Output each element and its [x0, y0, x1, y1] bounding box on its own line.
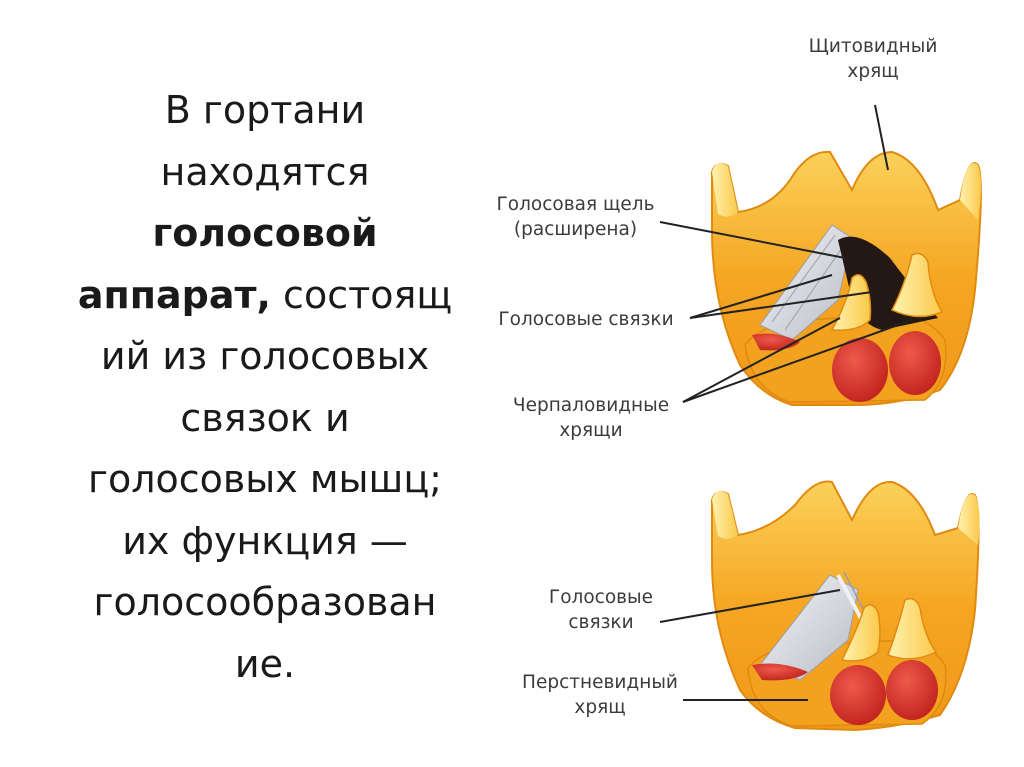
- main-text: В гортани находятся голосовой аппарат, с…: [40, 80, 490, 695]
- muscle-left-bottom: [830, 665, 886, 725]
- ligament-fiber: [771, 234, 836, 323]
- top-larynx: [711, 150, 982, 406]
- muscle-right-top: [889, 331, 941, 395]
- bottom-larynx: [711, 480, 980, 732]
- thyroid-horn-left-bottom: [712, 491, 738, 539]
- text-bold-2: аппарат,: [77, 272, 271, 317]
- muscle-front-bottom: [752, 663, 808, 681]
- leader-cords-bottom: [659, 589, 841, 623]
- label-vocal-cords-bottom: Голосовые связки: [548, 587, 654, 633]
- arytenoid-right-top: [890, 252, 944, 318]
- label-cricoid-cartilage: Перстневидный хрящ: [522, 672, 678, 718]
- text-line-2: находятся: [160, 149, 370, 194]
- label-glottis: Голосовая щель (расширена): [496, 194, 655, 240]
- text-line-10: ие.: [234, 641, 296, 686]
- arytenoid-left-top: [830, 274, 872, 332]
- leader-arytenoid-1: [682, 317, 841, 403]
- leader-lines: [659, 104, 913, 701]
- label-thyroid-cartilage: Щитовидный хрящ: [808, 36, 938, 82]
- leader-glottis: [659, 221, 846, 259]
- arytenoid-left-bottom: [840, 604, 881, 662]
- text-line-6: связок и: [180, 395, 350, 440]
- text-line-1: В гортани: [164, 88, 366, 132]
- text-line-5: ий из голосовых: [100, 334, 430, 378]
- leader-cords-top-2: [689, 291, 873, 319]
- text-line-4: состоящ: [270, 272, 453, 317]
- thyroid-horn-left-top: [712, 163, 738, 217]
- text-line-7: голосовых мышц;: [88, 457, 442, 501]
- muscle-left-top: [832, 338, 888, 402]
- thyroid-horn-right-top: [960, 163, 981, 220]
- leader-cords-top-1: [689, 274, 833, 319]
- ligament-fiber: [784, 247, 843, 331]
- label-vocal-cords-top: Голосовые связки: [498, 309, 674, 330]
- thyroid-horn-right-bottom: [958, 493, 980, 545]
- arytenoid-right-bottom: [887, 597, 938, 660]
- leader-thyroid: [874, 104, 889, 171]
- text-bold-1: голосовой: [152, 211, 378, 255]
- text-line-9: голосообразован: [93, 580, 437, 624]
- leader-arytenoid-2: [682, 319, 913, 403]
- label-arytenoid-cartilages: Черпаловидные хрящи: [512, 395, 670, 441]
- text-line-8: их функция —: [122, 518, 408, 563]
- muscle-right-bottom: [886, 660, 938, 720]
